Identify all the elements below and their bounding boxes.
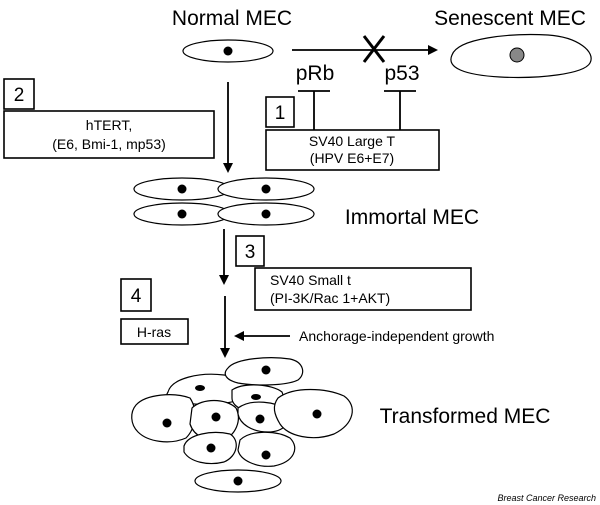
step1-number: 1 bbox=[275, 103, 286, 124]
step3-line2: (PI-3K/Rac 1+AKT) bbox=[270, 290, 390, 306]
normal-mec-label: Normal MEC bbox=[172, 7, 292, 30]
immortal-cells bbox=[133, 177, 315, 226]
step4-number: 4 bbox=[131, 286, 142, 307]
transformed-cells bbox=[131, 357, 353, 493]
step3-number: 3 bbox=[245, 242, 256, 263]
step1-box bbox=[265, 129, 440, 171]
step2-number: 2 bbox=[14, 85, 25, 106]
transformed-mec-label: Transformed MEC bbox=[380, 405, 551, 428]
senescent-nucleus bbox=[509, 47, 525, 63]
step4-number-box bbox=[120, 278, 152, 312]
step2-line1: hTERT, bbox=[86, 117, 132, 133]
x-mark-icon bbox=[362, 35, 386, 63]
prb-label: pRb bbox=[296, 62, 335, 85]
step3-number-box bbox=[235, 235, 265, 267]
step1-line2: (HPV E6+E7) bbox=[310, 150, 394, 166]
step2-number-box bbox=[3, 78, 35, 110]
step3-box bbox=[254, 267, 472, 311]
p53-inhibition bbox=[384, 90, 416, 130]
step2-box bbox=[3, 110, 215, 159]
credit-text: Breast Cancer Research bbox=[497, 493, 596, 503]
anchorage-label: Anchorage-independent growth bbox=[299, 328, 494, 344]
step1-number-box bbox=[265, 96, 295, 128]
p53-label: p53 bbox=[384, 62, 419, 85]
prb-inhibition bbox=[298, 90, 330, 130]
step1-line1: SV40 Large T bbox=[309, 133, 396, 149]
immortal-mec-label: Immortal MEC bbox=[345, 206, 479, 229]
senescent-cell bbox=[450, 34, 592, 78]
step4-box bbox=[120, 318, 189, 345]
step2-line2: (E6, Bmi-1, mp53) bbox=[52, 136, 166, 152]
step4-label: H-ras bbox=[137, 324, 171, 340]
normal-cell bbox=[182, 39, 274, 63]
senescent-mec-label: Senescent MEC bbox=[434, 7, 586, 30]
step3-line1: SV40 Small t bbox=[270, 272, 351, 288]
